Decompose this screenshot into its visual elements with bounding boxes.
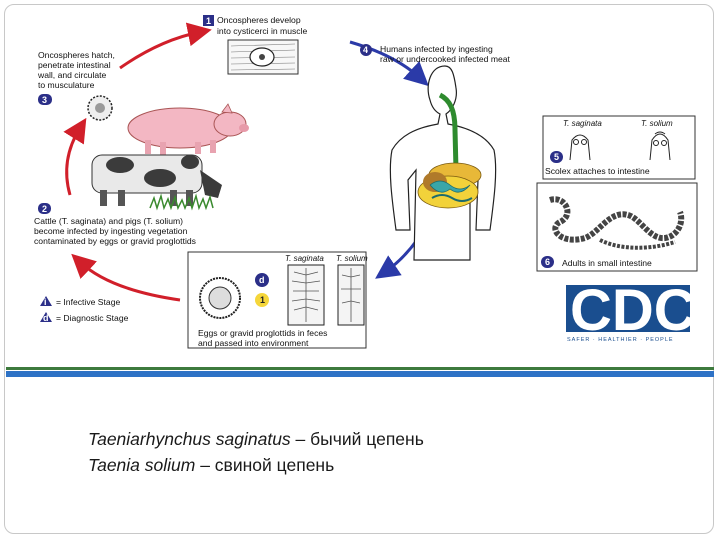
step-5-label: Scolex attaches to intestine [545, 166, 650, 176]
step-2-line-3: contaminated by eggs or gravid proglotti… [34, 236, 196, 246]
step-1-yellow-text: 1 [260, 295, 265, 305]
divider-green [6, 367, 714, 370]
diagnostic-marker-text: d [43, 313, 49, 323]
step-3-line-1: Oncospheres hatch, [38, 50, 115, 60]
step-3-line-3: wall, and circulate [37, 70, 107, 80]
divider-blue [6, 371, 714, 377]
step-1: 1 Oncospheres develop into cysticerci in… [203, 15, 307, 75]
taenia-life-cycle-diagram: 1 Oncospheres develop into cysticerci in… [34, 15, 698, 349]
cdc-logo-text: CDC [570, 278, 696, 343]
step-6-number: 6 [545, 257, 550, 267]
eggs-t-solium: T. solium [336, 254, 368, 263]
cycle-arrow-3-to-1 [119, 22, 212, 70]
caption-line-2: Taenia solium – свиной цепень [88, 452, 424, 478]
step-3-line-2: penetrate intestinal [38, 60, 111, 70]
step-3-line-4: to musculature [38, 80, 95, 90]
pig-illustration [127, 103, 249, 156]
infective-stage-label: = Infective Stage [56, 297, 120, 307]
cycle-arrow-4-to-human [349, 40, 429, 87]
cycle-arrow-2-to-3 [63, 117, 87, 196]
step-5-t-saginata: T. saginata [563, 119, 602, 128]
step-4-line-1: Humans infected by ingesting [380, 44, 493, 54]
step-4: 4 Humans infected by ingesting raw or un… [360, 44, 511, 64]
step-3-badge [38, 94, 52, 105]
step-4-number: 4 [363, 45, 368, 55]
step-1-yellow-badge [255, 293, 269, 307]
eggs-panel: T. saginata T. solium d 1 Eggs or gravid… [187, 251, 368, 349]
caption-line-2-latin: Taenia solium [88, 455, 196, 475]
scolex-saginata-icon [569, 134, 591, 161]
eggs-line-2: and passed into environment [198, 338, 309, 348]
caption-line-1-latin: Taeniarhynchus saginatus [88, 429, 291, 449]
step-2: 2 Cattle (T. saginata) and pigs (T. soli… [34, 203, 196, 246]
step-5-panel: T. saginata T. solium 5 Scolex attaches … [542, 115, 696, 180]
legend: i = Infective Stage d = Diagnostic Stage [40, 296, 129, 323]
caption-line-1-russian: – бычий цепень [290, 429, 424, 449]
step-2-badge [38, 203, 51, 214]
caption-line-2-russian: – свиной цепень [195, 455, 335, 475]
infective-marker-text: i [44, 297, 47, 307]
step-5-t-solium: T. solium [641, 119, 673, 128]
adult-worm-icon [549, 196, 685, 243]
step-5-badge [550, 151, 563, 163]
step-1-badge [203, 15, 214, 26]
slide-border [4, 4, 714, 534]
cattle-illustration [91, 154, 222, 211]
step-3: Oncospheres hatch, penetrate intestinal … [37, 50, 115, 121]
human-body-illustration [389, 65, 497, 261]
cdc-logo: CDC SAFER · HEALTHIER · PEOPLE [566, 278, 696, 343]
diagnostic-badge-d [255, 273, 269, 287]
step-2-line-2: become infected by ingesting vegetation [34, 226, 188, 236]
diagnostic-stage-label: = Diagnostic Stage [56, 313, 129, 323]
step-3-number: 3 [42, 95, 47, 105]
caption-line-1: Taeniarhynchus saginatus – бычий цепень [88, 426, 424, 452]
step-4-badge [360, 44, 372, 56]
caption: Taeniarhynchus saginatus – бычий цепень … [88, 426, 424, 478]
cycle-arrow-eggs-to-2 [71, 253, 181, 302]
eggs-t-saginata: T. saginata [285, 254, 324, 263]
step-2-line-1: Cattle (T. saginata) and pigs (T. solium… [34, 216, 183, 226]
step-6-label: Adults in small intestine [562, 258, 652, 268]
infective-stage-marker [40, 296, 52, 306]
cdc-logo-tagline: SAFER · HEALTHIER · PEOPLE [567, 337, 674, 343]
scolex-solium-icon [649, 131, 671, 161]
step-5-number: 5 [554, 152, 559, 162]
step-2-number: 2 [42, 204, 47, 214]
diagnostic-badge-text: d [259, 275, 265, 285]
step-1-number: 1 [206, 16, 211, 26]
step-1-line-1: Oncospheres develop [217, 15, 301, 25]
diagnostic-stage-marker [40, 312, 52, 322]
step-6-panel: 6 Adults in small intestine [536, 182, 698, 272]
step-1-line-2: into cysticerci in muscle [217, 26, 307, 36]
step-4-line-2: raw or undercooked infected meat [380, 54, 511, 64]
step-6-badge [541, 256, 554, 268]
eggs-line-1: Eggs or gravid proglottids in feces [198, 328, 327, 338]
